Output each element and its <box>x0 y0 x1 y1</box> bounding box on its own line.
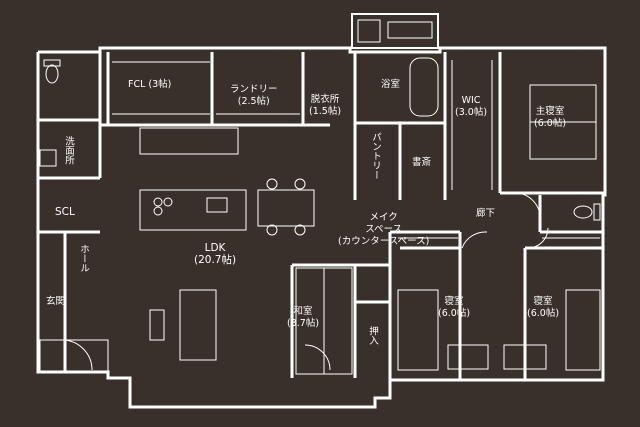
ldk-name: LDK <box>204 242 226 254</box>
makeup-name: メイク <box>369 212 398 223</box>
fcl-name: FCL <box>128 79 146 90</box>
room-label-fcl: FCL (3帖) <box>128 79 171 91</box>
room-label-hallway: 廊下 <box>476 208 495 220</box>
ldk-size: (20.7帖) <box>194 254 237 266</box>
makeup-sub: (カウンタースペース) <box>338 236 430 247</box>
room-label-master: 主寝室 (6.0帖) <box>534 106 566 130</box>
hallway-name: 廊下 <box>476 208 496 219</box>
washitsu-name: 和室 <box>293 306 313 317</box>
room-label-bath: 浴室 <box>381 79 400 91</box>
fixtures <box>39 19 601 375</box>
room-label-makeup: メイク スペース (カウンタースペース) <box>338 212 429 248</box>
washitsu-size: (3.7帖) <box>287 318 320 329</box>
room-label-hall: ホール <box>77 244 89 273</box>
closet-hatching <box>112 60 600 239</box>
hall-name: ホール <box>78 244 89 273</box>
wic-size: (3.0帖) <box>455 107 488 118</box>
room-label-ldk: LDK (20.7帖) <box>194 242 236 266</box>
study-name: 書斎 <box>412 157 432 168</box>
room-label-study: 書斎 <box>412 157 431 169</box>
dressing-size: (1.5帖) <box>309 106 342 117</box>
room-label-scl: SCL <box>55 206 75 218</box>
bedroom1-size: (6.0帖) <box>438 308 471 319</box>
room-label-washroom: 洗面所 <box>62 136 74 165</box>
room-label-dressing: 脱衣所 (1.5帖) <box>309 94 341 118</box>
washroom-name: 洗面所 <box>63 136 74 165</box>
master-size: (6.0帖) <box>534 118 567 129</box>
master-name: 主寝室 <box>535 106 565 117</box>
pantry-name: パントリー <box>370 132 381 180</box>
room-label-entrance: 玄関 <box>46 296 65 308</box>
oshiire-name: 押入 <box>367 326 378 345</box>
room-label-bedroom2: 寝室 (6.0帖) <box>527 296 559 320</box>
room-label-wic: WIC (3.0帖) <box>455 95 487 119</box>
bedroom2-size: (6.0帖) <box>527 308 560 319</box>
bath-name: 浴室 <box>381 79 401 90</box>
walls <box>36 13 607 409</box>
laundry-size: (2.5帖) <box>237 96 270 107</box>
bedroom2-name: 寝室 <box>533 296 553 307</box>
room-label-bedroom1: 寝室 (6.0帖) <box>438 296 470 320</box>
makeup-name2: スペース <box>365 224 403 235</box>
room-label-oshiire: 押入 <box>366 326 378 345</box>
entrance-name: 玄関 <box>46 296 66 307</box>
room-label-pantry: パントリー <box>369 132 381 180</box>
room-label-laundry: ランドリー (2.5帖) <box>230 84 278 108</box>
bedroom1-name: 寝室 <box>444 296 464 307</box>
fcl-size: (3帖) <box>148 79 172 90</box>
laundry-name: ランドリー <box>230 84 278 95</box>
scl-name: SCL <box>55 206 75 218</box>
dressing-name: 脱衣所 <box>310 94 340 105</box>
room-label-washitsu: 和室 (3.7帖) <box>287 306 319 330</box>
wic-name: WIC <box>461 95 481 106</box>
